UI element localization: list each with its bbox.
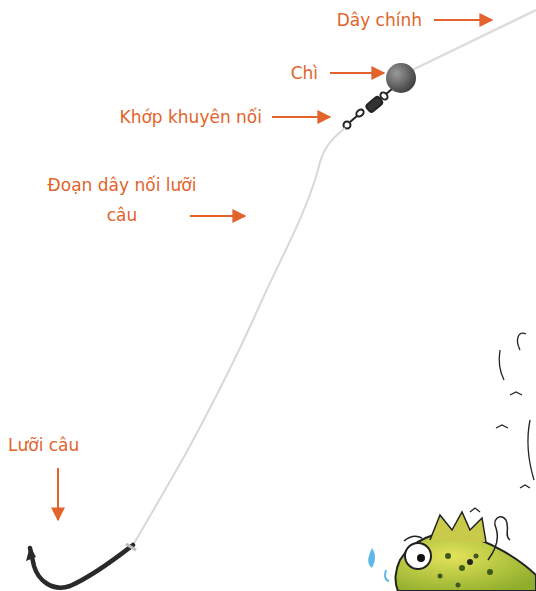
fish-hook [26, 544, 136, 588]
splash-strokes [470, 333, 534, 512]
pointer-arrows [58, 20, 492, 520]
swivel [344, 84, 399, 129]
part-label: Lưỡi câu [8, 430, 79, 460]
part-label: Chì [291, 58, 318, 88]
part-label: Khớp khuyên nối [119, 102, 262, 132]
sinker [386, 63, 416, 93]
part-label: Dây chính [337, 5, 422, 35]
part-label: Đoạn dây nối lưỡi câu [47, 170, 197, 230]
cartoon-fish [368, 512, 536, 591]
